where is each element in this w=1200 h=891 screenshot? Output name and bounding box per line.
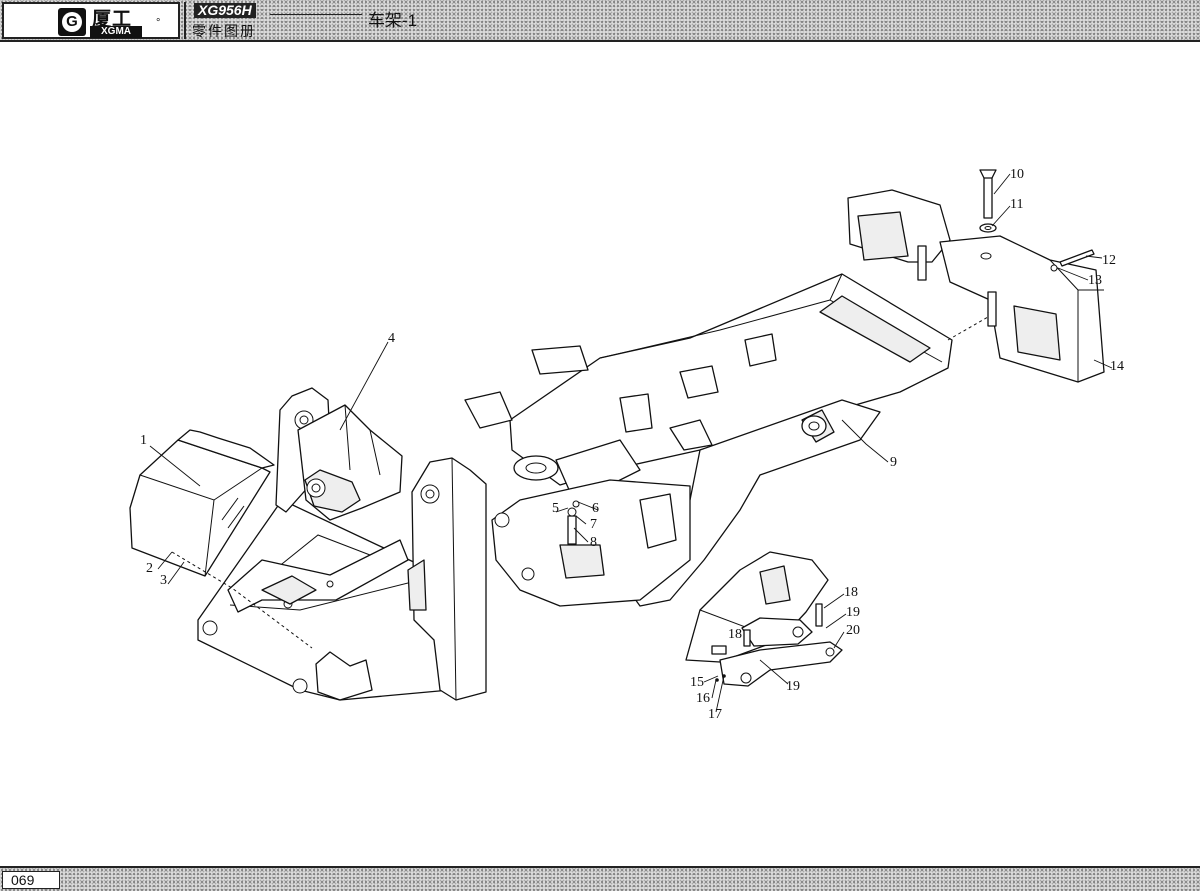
brand-name-en: XGMA — [90, 26, 142, 38]
decorative-dot-icon: ° — [156, 17, 161, 29]
callout-18-lower: 18 — [728, 627, 742, 642]
callout-1: 1 — [140, 433, 147, 448]
brand-name-cn: 厦工 — [92, 9, 133, 30]
title-divider-line — [270, 14, 362, 15]
callout-4: 4 — [388, 331, 395, 346]
callout-7: 7 — [590, 517, 597, 532]
company-logo: G 厦工 XGMA ° — [2, 2, 180, 39]
callout-11: 11 — [1010, 197, 1023, 212]
part-14-counterweight — [847, 189, 1105, 383]
parts-10-13-fasteners — [979, 169, 1095, 272]
callout-14: 14 — [1110, 359, 1124, 374]
callout-labels: 1 2 3 4 5 6 7 8 9 10 11 12 13 14 15 16 1… — [140, 167, 1124, 722]
callout-19-upper: 19 — [846, 605, 860, 620]
callout-16: 16 — [696, 691, 710, 706]
callout-9: 9 — [890, 455, 897, 470]
xgma-logo-icon: G — [58, 8, 86, 36]
callout-20: 20 — [846, 623, 860, 638]
page-header: G 厦工 XGMA ° XG956H 车架-1 零件图册 — [0, 0, 1200, 42]
callout-17: 17 — [708, 707, 722, 722]
model-number: XG956H — [194, 3, 256, 18]
leader-lines — [149, 173, 1113, 713]
callout-12: 12 — [1102, 253, 1116, 268]
callout-3: 3 — [160, 573, 167, 588]
rear-main-frame — [464, 273, 1001, 607]
callout-5: 5 — [552, 501, 559, 516]
callout-19-lower: 19 — [786, 679, 800, 694]
callout-2: 2 — [146, 561, 153, 576]
page-footer: 069 — [0, 866, 1200, 891]
title-block: XG956H 车架-1 零件图册 — [184, 2, 430, 39]
callout-8: 8 — [590, 535, 597, 550]
part-1-cover — [129, 429, 275, 577]
callout-15: 15 — [690, 675, 704, 690]
catalog-title: 零件图册 — [192, 23, 256, 39]
callout-18-upper: 18 — [844, 585, 858, 600]
callout-13: 13 — [1088, 273, 1102, 288]
parts-15-20-bracket — [685, 551, 843, 687]
frame-exploded-diagram: 1 2 3 4 5 6 7 8 9 10 11 12 13 14 15 16 1… — [129, 167, 1124, 722]
page-number: 069 — [2, 871, 60, 889]
section-title: 车架-1 — [368, 11, 418, 30]
front-frame — [171, 387, 487, 701]
callout-10: 10 — [1010, 167, 1024, 182]
callout-6: 6 — [592, 501, 599, 516]
logo-letter: G — [62, 12, 82, 32]
